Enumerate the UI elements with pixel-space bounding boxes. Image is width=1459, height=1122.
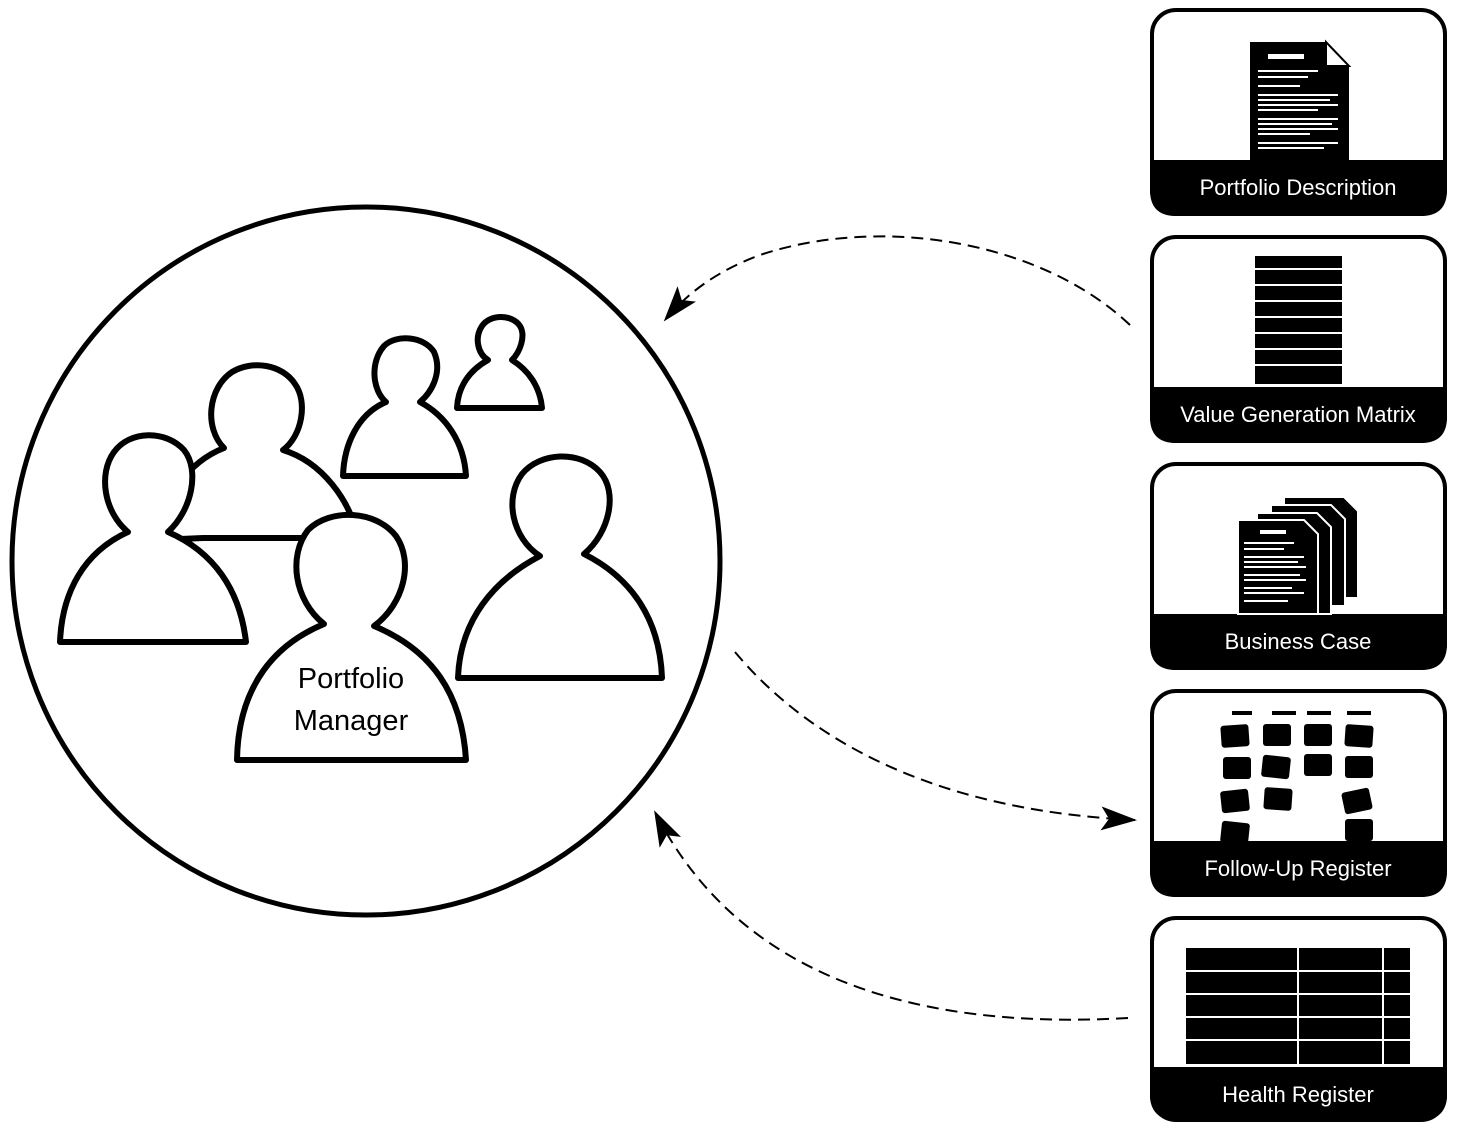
document-icon <box>1250 39 1352 160</box>
card-label: Business Case <box>1225 629 1372 654</box>
flow-arrows <box>654 235 1137 1021</box>
person-icon <box>454 314 545 411</box>
card-label: Follow-Up Register <box>1204 856 1391 881</box>
card-portfolio-description[interactable]: Portfolio Description <box>1150 8 1447 216</box>
card-value-generation-matrix[interactable]: Value Generation Matrix <box>1150 235 1447 443</box>
person-icon <box>455 453 665 681</box>
document-stack-icon <box>1237 496 1359 615</box>
card-health-register[interactable]: Health Register <box>1150 916 1447 1122</box>
portfolio-team-group: Portfolio Manager <box>9 204 723 918</box>
card-label: Portfolio Description <box>1200 175 1397 200</box>
arrow-matrix-to-team <box>663 235 1131 326</box>
matrix-icon <box>1255 256 1342 384</box>
card-label: Health Register <box>1222 1082 1374 1107</box>
portfolio-manager-label: Portfolio <box>298 663 404 695</box>
person-icon <box>340 335 469 479</box>
portfolio-manager-label: Manager <box>294 705 409 737</box>
kanban-board-icon <box>1220 711 1374 846</box>
card-follow-up-register[interactable]: Follow-Up Register <box>1150 689 1447 897</box>
card-business-case[interactable]: Business Case <box>1150 462 1447 670</box>
arrow-health-to-team <box>654 810 1129 1021</box>
table-grid-icon <box>1186 948 1410 1064</box>
person-icon <box>57 432 249 645</box>
person-icon <box>155 362 361 543</box>
card-label: Value Generation Matrix <box>1180 402 1416 427</box>
arrow-team-to-followup <box>734 651 1137 831</box>
portfolio-manager-icon <box>234 511 469 763</box>
